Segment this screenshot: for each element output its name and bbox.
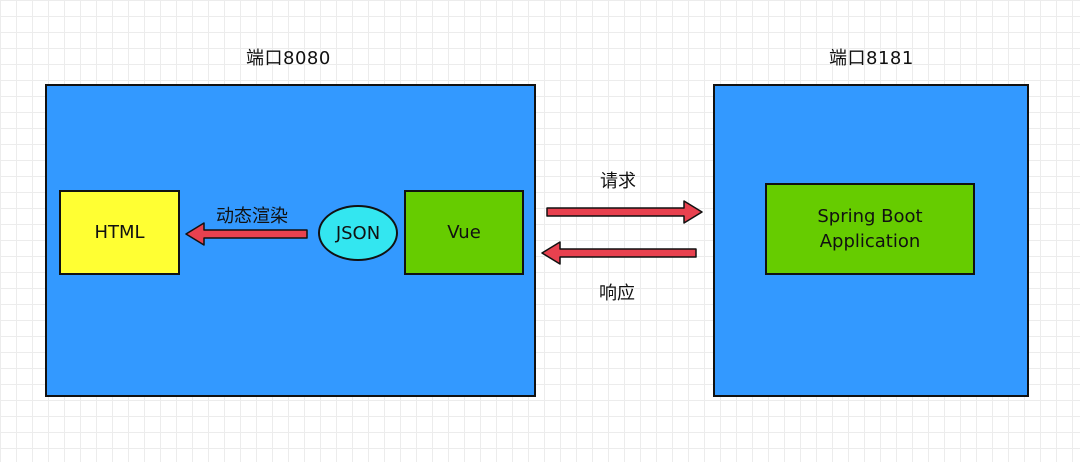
render-label: 动态渲染: [216, 206, 288, 227]
request-arrow: [546, 200, 703, 224]
json-node: JSON: [318, 205, 398, 261]
response-arrow: [541, 241, 697, 265]
vue-box-label: Vue: [447, 222, 481, 243]
backend-port-label: 端口8181: [829, 48, 914, 69]
request-label: 请求: [600, 171, 636, 192]
html-box-label: HTML: [94, 222, 145, 243]
render-arrow: [185, 222, 308, 246]
html-box: HTML: [59, 190, 180, 275]
response-label: 响应: [599, 283, 635, 304]
spring-boot-box: Spring Boot Application: [765, 183, 975, 275]
json-node-label: JSON: [335, 222, 381, 244]
spring-boot-label-line2: Application: [819, 231, 921, 252]
vue-box: Vue: [404, 190, 524, 275]
spring-boot-label-line1: Spring Boot: [817, 206, 923, 227]
frontend-port-label: 端口8080: [246, 48, 331, 69]
